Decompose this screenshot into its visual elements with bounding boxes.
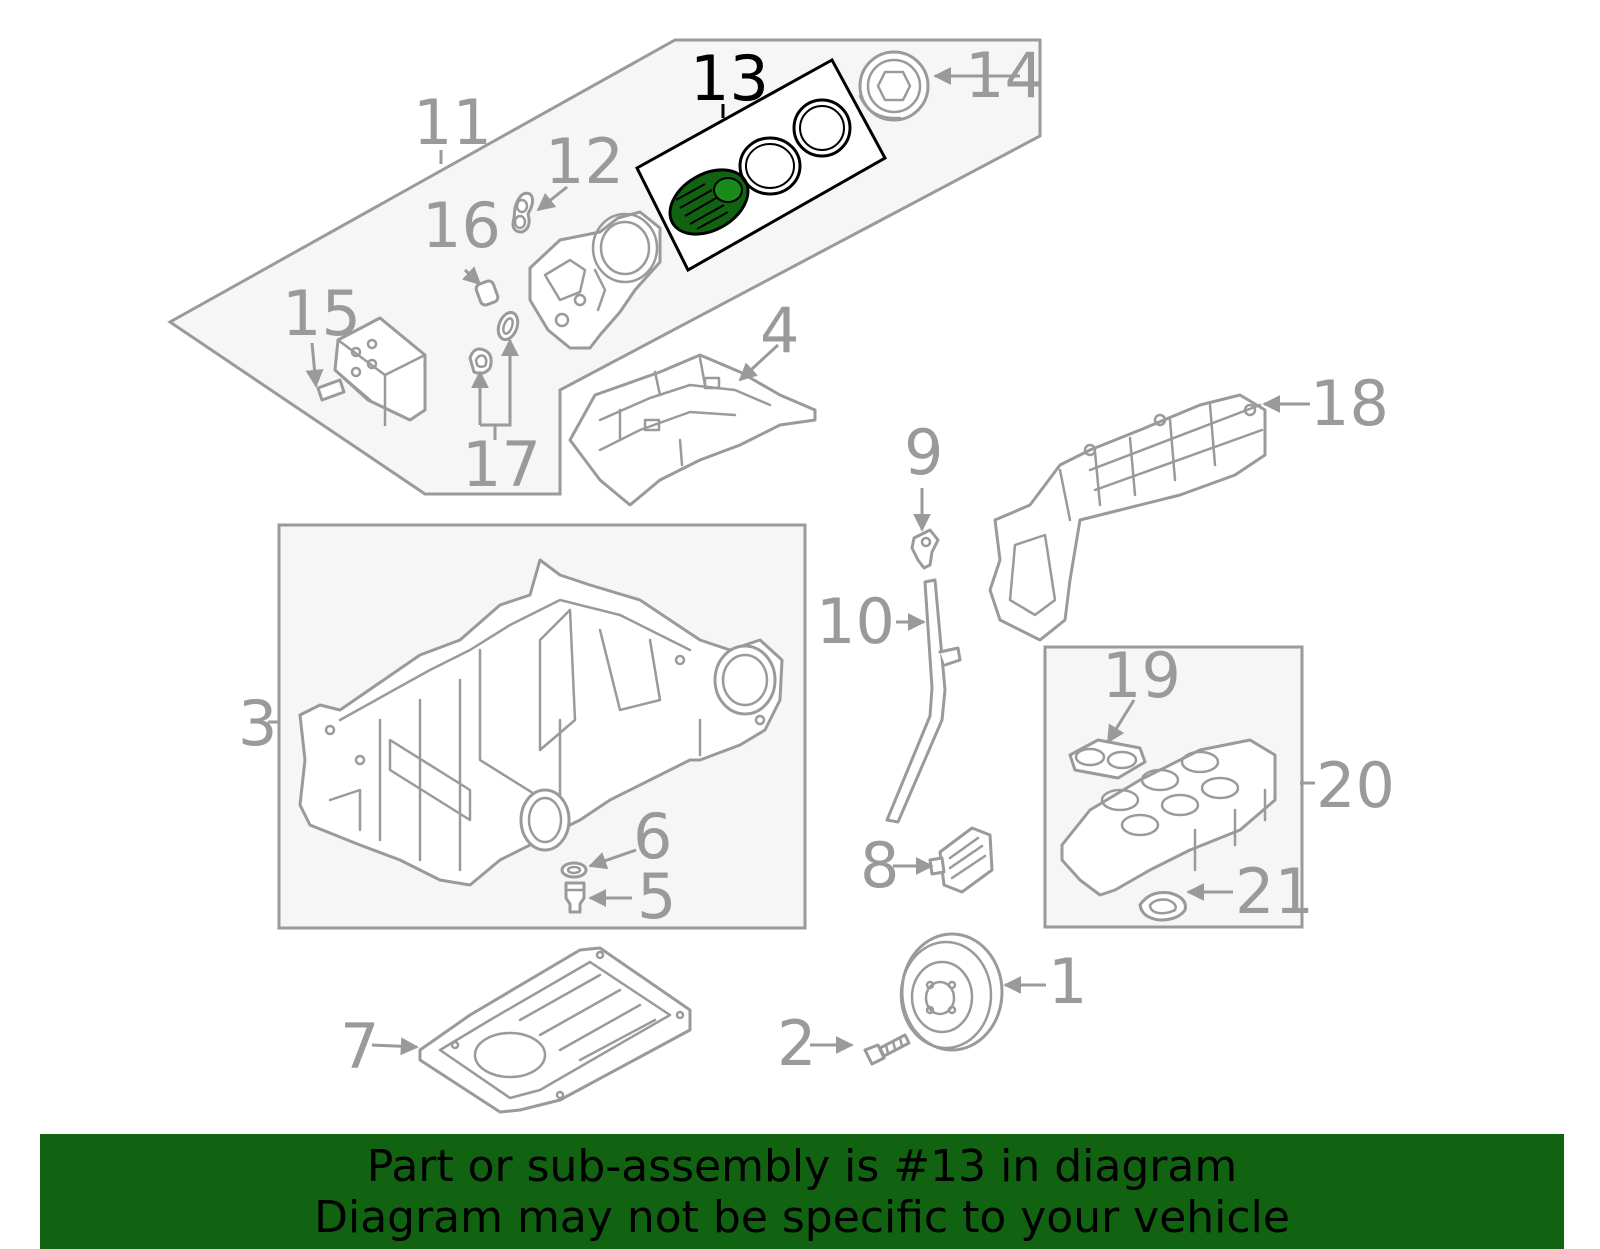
filter-o-ring-large[interactable] <box>738 136 802 196</box>
intake-gasket-21[interactable] <box>1138 891 1187 922</box>
housing-gasket[interactable] <box>511 191 535 234</box>
callout-11: 11 <box>413 86 492 159</box>
callout-8: 8 <box>860 829 899 902</box>
seal-ring-17b[interactable] <box>468 347 493 375</box>
callout-4: 4 <box>760 294 799 367</box>
intake-plenum[interactable] <box>988 393 1267 642</box>
callout-21: 21 <box>1235 855 1314 928</box>
banner-line-2: Diagram may not be specific to your vehi… <box>314 1191 1290 1243</box>
callout-10: 10 <box>816 585 895 658</box>
callout-6: 6 <box>633 800 672 873</box>
crankshaft-pulley[interactable] <box>899 932 1004 1052</box>
callout-2: 2 <box>777 1007 816 1080</box>
callout-13: 13 <box>690 42 769 115</box>
callout-19: 19 <box>1102 639 1181 712</box>
small-seal[interactable] <box>474 279 500 307</box>
dipstick-tube[interactable] <box>885 578 962 824</box>
lower-oil-pan[interactable] <box>418 946 692 1114</box>
filter-cap[interactable] <box>858 50 930 122</box>
callout-14: 14 <box>965 39 1044 112</box>
oil-deflector[interactable] <box>568 353 817 507</box>
callout-7: 7 <box>340 1010 379 1083</box>
drain-plug[interactable] <box>564 881 586 914</box>
oil-filter-housing[interactable] <box>528 210 662 350</box>
intake-gasket-19[interactable] <box>1068 738 1147 780</box>
drain-plug-washer[interactable] <box>560 861 588 879</box>
banner-line-1: Part or sub-assembly is #13 in diagram <box>366 1140 1238 1192</box>
callout-9: 9 <box>904 416 943 489</box>
filter-o-ring-small[interactable] <box>792 98 852 158</box>
dipstick-handle[interactable] <box>910 528 940 570</box>
callout-labels: 1 2 3 4 5 6 7 8 9 10 11 12 13 14 15 16 1… <box>238 39 1395 1083</box>
callout-18: 18 <box>1310 367 1389 440</box>
info-banner: Part or sub-assembly is #13 in diagram D… <box>40 1134 1564 1249</box>
callout-3: 3 <box>238 687 277 760</box>
callout-17: 17 <box>462 428 541 501</box>
callout-15: 15 <box>282 277 361 350</box>
callout-20: 20 <box>1316 749 1395 822</box>
intake-manifold-lower[interactable] <box>1060 738 1277 897</box>
oil-filter-element[interactable] <box>659 157 760 247</box>
leader-lines <box>268 67 1315 1056</box>
upper-oil-pan[interactable] <box>298 558 784 887</box>
callout-1: 1 <box>1048 945 1087 1018</box>
pulley-bolt[interactable] <box>863 1033 911 1066</box>
callout-5: 5 <box>637 860 676 933</box>
callout-16: 16 <box>422 189 501 262</box>
oil-cooler[interactable] <box>316 316 427 427</box>
oil-screen[interactable] <box>928 826 994 894</box>
callout-12: 12 <box>545 125 624 198</box>
